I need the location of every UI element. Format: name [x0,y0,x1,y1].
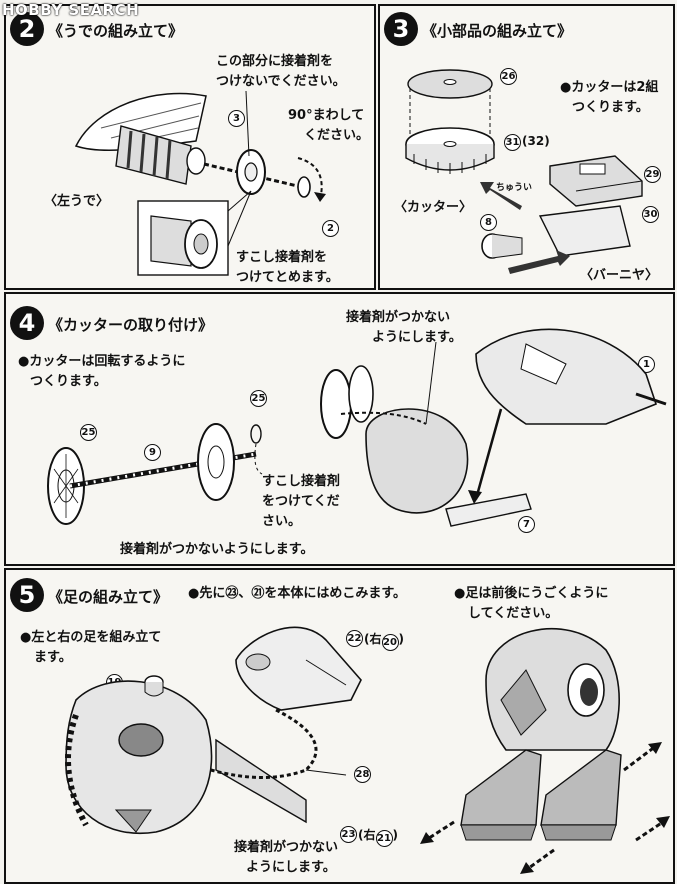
step2-little-glue-note-line1: すこし接着剤を [236,250,328,265]
part-callout-9: 9 [144,444,161,461]
step2-no-glue-note-line2: つけないでください。 [216,74,346,89]
part-number-32: 32 [527,134,545,148]
step3-panel: 3 《小部品の組み立て》 ●カッターは2組 つくります。 〈カッター〉 〈バーニ… [378,4,675,290]
leg-assembly-illustration [65,626,670,874]
step5-no-glue-note-line2: ようにします。 [246,860,336,875]
vernier-label: 〈バーニヤ〉 [580,268,659,283]
part-callout-7: 7 [518,516,535,533]
part-callout-28: 28 [354,766,371,783]
left-arm-label: 〈左うで〉 [44,194,110,209]
step2-rotate-note-line2: ください。 [304,128,370,143]
step2-title: 《うでの組み立て》 [48,22,184,40]
part-callout-29: 29 [644,166,661,183]
arm-assembly-illustration [74,90,326,276]
part-callout-22: 22 [346,630,363,647]
cutter-mount-illustration [47,328,667,527]
step3-note-line1: ●カッターは2組 [560,80,659,95]
step5-no-glue-note-line1: 接着剤がつかない [234,840,339,855]
step5-move-note-line1: ●足は前後にうごくように [454,586,609,601]
part-callout-20: 20 [381,634,399,651]
step4-title: 《カッターの取り付け》 [48,316,214,334]
part-callout-32: (32) [522,134,550,148]
part-callout-2: 2 [322,220,339,237]
part-callout-8: 8 [480,214,497,231]
part-callout-3: 3 [228,110,245,127]
step3-note-line2: つくります。 [572,100,649,115]
step4-little-glue-line3: さい。 [262,514,302,529]
step5-left-right-note-line1: ●左と右の足を組み立て [20,630,162,645]
step5-title: 《足の組み立て》 [48,588,169,606]
step2-panel: 2 《うでの組み立て》 この部分に接着剤を つけないでください。 90°まわして… [4,4,376,290]
step2-little-glue-note-line2: つけてとめます。 [236,270,339,285]
step5-move-note-line2: してください。 [468,606,559,621]
step5-panel: 5 《足の組み立て》 ●先に㉓、㉑を本体にはめこみます。 ●左と右の足を組み立て… [4,568,675,884]
caution-arrow-label: ちゅうい [496,183,533,193]
part-callout-21: 21 [375,830,393,847]
step2-rotate-note-line1: 90°まわして [288,108,365,123]
part-callout-30: 30 [642,206,659,223]
step4-panel: 4 《カッターの取り付け》 ●カッターは回転するように つくります。 接着剤がつ… [4,292,675,566]
part-22-right-prefix: (右 [364,632,382,646]
step5-first-note: ●先に㉓、㉑を本体にはめこみます。 [188,586,407,601]
part-callout-23: 23 [340,826,357,843]
part-23-right-prefix: (右 [358,828,376,842]
step4-no-glue-note-line2: ようにします。 [372,330,462,345]
step4-bottom-note: 接着剤がつかないようにします。 [120,542,314,557]
step4-little-glue-line2: をつけてくだ [262,494,340,509]
step4-note-line2: つくります。 [30,374,107,389]
hobby-search-watermark: HOBBY SEARCH [2,1,140,19]
step4-no-glue-note-line1: 接着剤がつかない [346,310,451,325]
step5-left-right-note-line2: ます。 [34,650,72,665]
step2-no-glue-note-line1: この部分に接着剤を [216,54,334,69]
step5-number: 5 [10,578,44,612]
step3-number: 3 [384,12,418,46]
small-parts-illustration [405,69,643,274]
cutter-label: 〈カッター〉 [394,200,473,215]
step4-number: 4 [10,306,44,340]
part-callout-26: 26 [500,68,517,85]
part-callout-25b: 25 [250,390,267,407]
part-callout-25a: 25 [80,424,97,441]
step4-little-glue-line1: すこし接着剤 [262,474,341,489]
part-callout-31: 31 [504,134,521,151]
step2-number: 2 [10,12,44,46]
step3-title: 《小部品の組み立て》 [422,22,573,40]
step4-note-line1: ●カッターは回転するように [18,354,186,369]
